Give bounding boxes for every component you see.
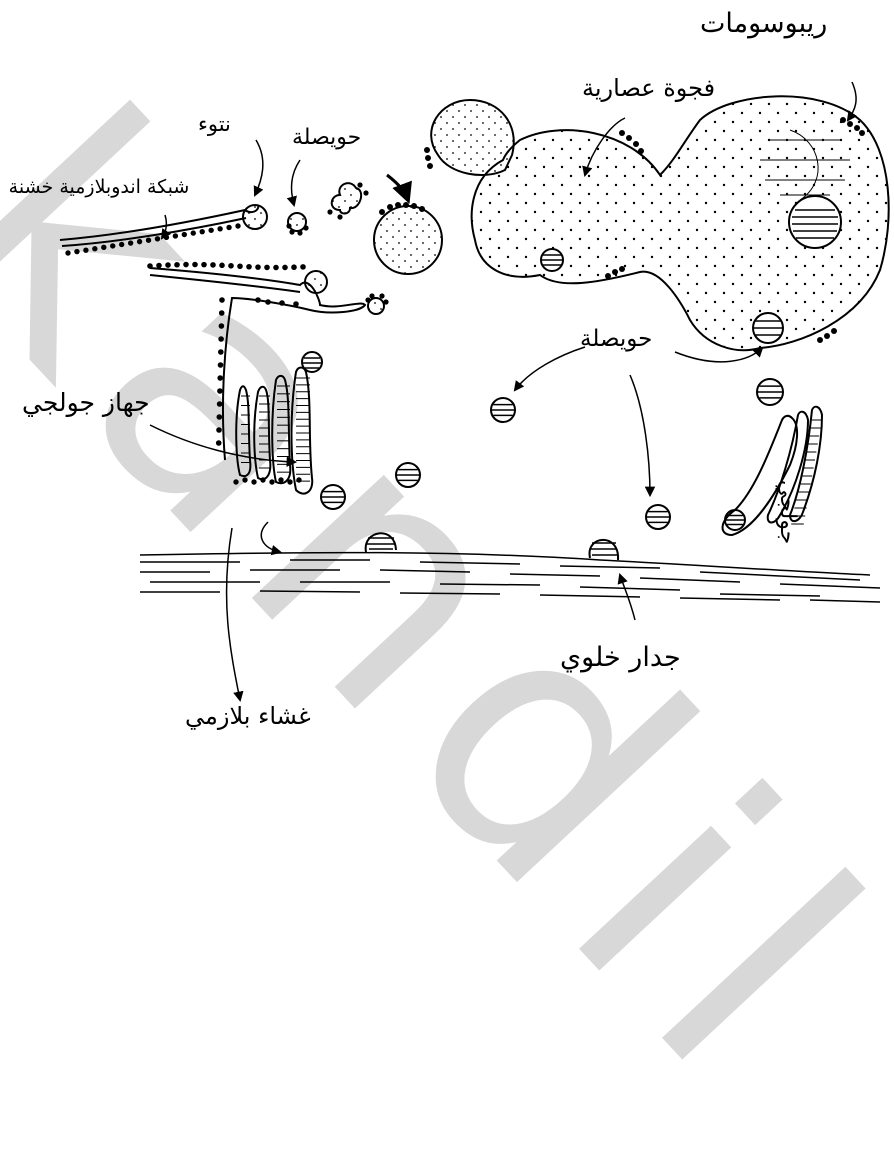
ribosome	[191, 230, 196, 235]
ribosome	[217, 414, 223, 420]
ribosome	[165, 262, 171, 268]
ribosome	[110, 243, 115, 248]
ribosome	[156, 263, 162, 269]
ribosome	[228, 263, 234, 269]
ribosome	[101, 245, 106, 250]
ribosome	[155, 236, 160, 241]
ribosome	[251, 479, 256, 484]
ribosome	[273, 265, 279, 271]
ribosome	[219, 323, 225, 329]
ribosome	[226, 225, 231, 230]
ribosome	[216, 427, 222, 433]
ribosome	[182, 232, 187, 237]
ribosome	[255, 297, 261, 303]
ribosome	[291, 264, 297, 270]
ribosome	[242, 477, 247, 482]
ribosome	[217, 388, 223, 394]
ribosome	[217, 401, 223, 407]
secretory-vesicles	[321, 379, 783, 530]
ribosome	[265, 299, 271, 305]
ribosome	[269, 479, 274, 484]
ribosome	[192, 262, 198, 268]
ribosome	[219, 310, 225, 316]
ribosome	[173, 233, 178, 238]
label-rough-er: شبكة اندوبلازمية خشنة	[4, 176, 194, 198]
ribosome	[237, 263, 243, 269]
label-vesicle-top: حويصلة	[292, 125, 361, 150]
ribosome	[219, 263, 225, 269]
ribosome	[164, 235, 169, 240]
ribosome	[200, 229, 205, 234]
ribosome	[293, 301, 299, 307]
ribosome	[83, 247, 88, 252]
label-ribosomes: ريبوسومات	[700, 8, 827, 39]
ribosome	[260, 477, 265, 482]
label-cell-wall: جدار خلوي	[560, 642, 681, 673]
label-golgi-body: جولجي	[775, 480, 800, 544]
fusing-vesicles	[366, 533, 618, 560]
label-bud: نتوء	[198, 112, 231, 136]
ribosome	[137, 239, 142, 244]
ribosome	[92, 246, 97, 251]
ribosome	[147, 263, 153, 269]
ribosome	[146, 238, 151, 243]
label-vesicle-mid: حويصلة	[580, 326, 652, 352]
cell-wall	[140, 553, 880, 602]
ribosome	[216, 440, 222, 446]
ribosome	[287, 479, 292, 484]
ribosome	[174, 262, 180, 268]
ribosome	[208, 228, 213, 233]
ribosome	[210, 262, 216, 268]
ribosome	[218, 336, 224, 342]
rough-er	[60, 205, 267, 256]
ribosome	[218, 362, 224, 368]
cell-diagram	[0, 0, 894, 740]
ribosome	[217, 226, 222, 231]
ribosome	[300, 264, 306, 270]
ribosome	[278, 477, 283, 482]
label-golgi-apparatus: جهاز جولجي	[22, 388, 150, 417]
ribosome	[296, 477, 301, 482]
ribosome	[255, 264, 261, 270]
ribosome	[279, 300, 285, 306]
label-vacuole: فجوة عصارية	[582, 74, 715, 102]
ribosome	[282, 265, 288, 271]
ribosome	[74, 249, 79, 254]
ribosome	[219, 297, 225, 303]
label-plasma-membrane: غشاء بلازمي	[185, 702, 311, 730]
ribosome	[264, 265, 270, 271]
ribosome	[128, 240, 133, 245]
ribosome	[201, 262, 207, 268]
ribosome	[235, 223, 240, 228]
small-vesicles	[286, 182, 442, 314]
ribosome	[183, 262, 189, 268]
ribosome	[218, 349, 224, 355]
ribosome	[233, 479, 238, 484]
ribosome	[246, 264, 252, 270]
vacuole	[424, 96, 889, 350]
ribosome	[217, 375, 223, 381]
ribosome	[119, 242, 124, 247]
ribosome	[65, 250, 70, 255]
